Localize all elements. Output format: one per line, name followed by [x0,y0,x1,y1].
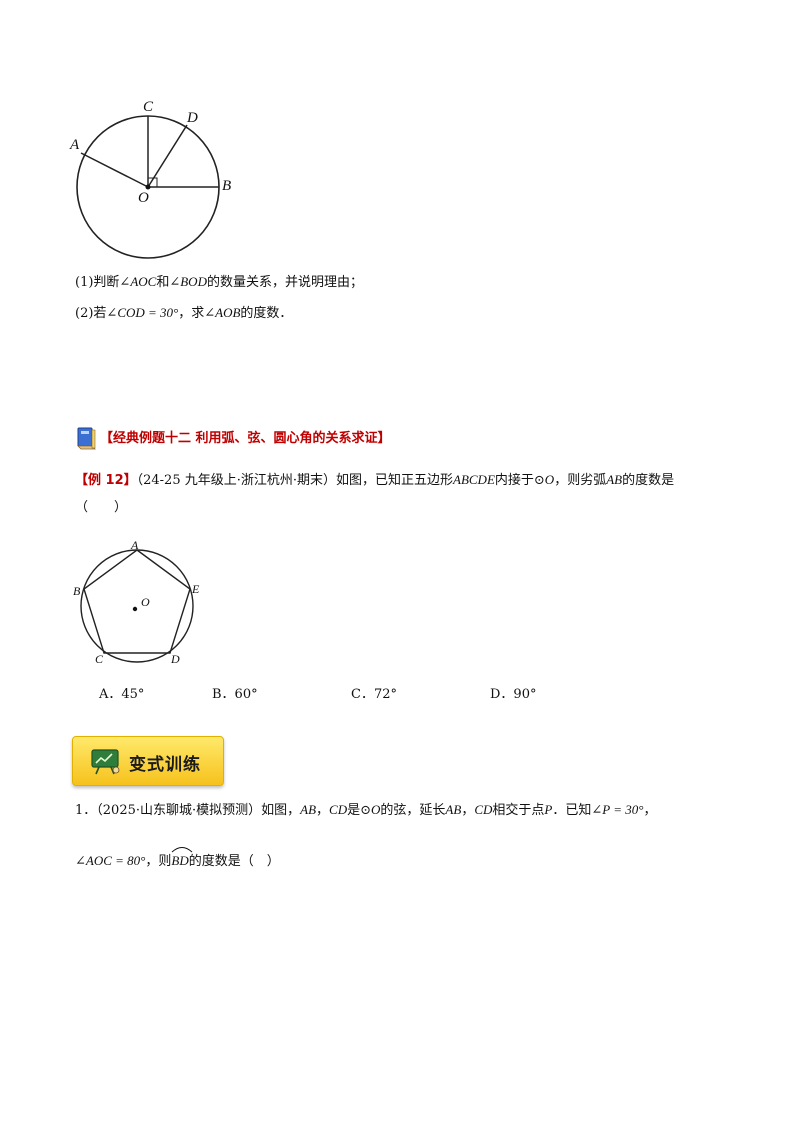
figure-pentagon-inscribed [80,549,194,663]
regular-pentagon-abcde [83,549,191,654]
center-point-o [145,184,151,190]
variant-training-banner: 变式训练 [72,736,224,786]
circumcircle-o [80,549,194,663]
example12-text: 【例 12】（24-25 九年级上·浙江杭州·期末）如图，已知正五边形ABCDE… [75,472,675,488]
option-a[interactable]: A．45° [99,687,145,702]
option-d[interactable]: D．90° [490,687,537,702]
pentagon-label-o: O [141,595,150,609]
radius-od [147,124,188,188]
right-angle-mark [147,177,158,188]
example12-answer-paren: （ ） [75,500,128,515]
pentagon-label-d: D [171,652,180,666]
arc-symbol [172,847,193,853]
option-b[interactable]: B．60° [212,687,258,702]
question-part-2: (2)若∠COD = 30°，求∠AOB的度数． [75,305,293,321]
pentagon-label-a: A [131,538,139,552]
exercise1-line1: 1．（2025·山东聊城·模拟预测）如图，AB，CD是⊙O的弦，延长AB，CD相… [75,802,657,818]
arc-bd: BD [171,847,193,870]
radius-oa [80,152,149,188]
label-c: C [143,99,154,115]
teacher-board-icon [91,749,120,775]
pentagon-label-e: E [192,582,200,596]
option-c[interactable]: C．72° [351,687,397,702]
book-icon [77,427,96,450]
section-title: 【经典例题十二 利用弧、弦、圆心角的关系求证】 [100,431,391,446]
banner-label: 变式训练 [129,755,201,775]
label-b: B [222,178,232,194]
label-a: A [70,137,80,153]
label-d: D [187,110,198,126]
label-o: O [138,190,149,206]
center-point-o [132,606,138,612]
pentagon-label-c: C [95,652,104,666]
figure-circle-aoc-bod [76,115,220,259]
pentagon-label-b: B [73,584,81,598]
question-part-1: (1)判断∠AOC和∠BOD的数量关系，并说明理由； [75,274,363,290]
